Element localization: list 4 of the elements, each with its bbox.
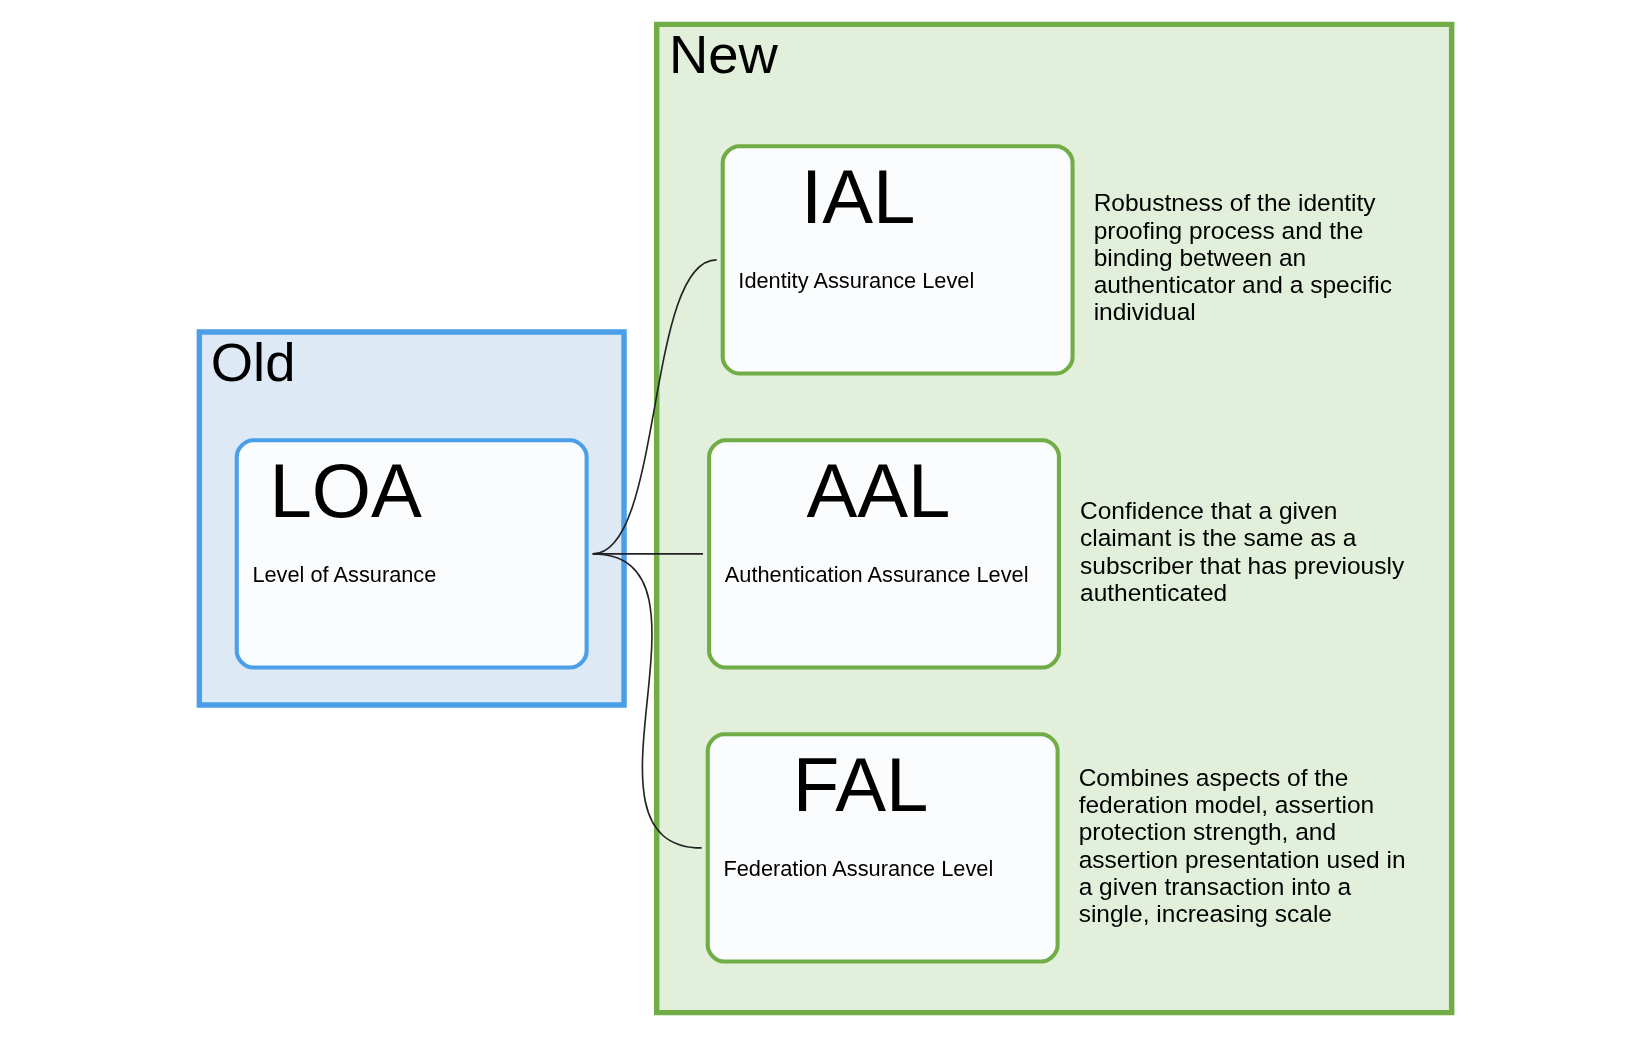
connector (591, 553, 702, 849)
node-label: Robustness of the identity proofing process and the binding between an authenticator and a specific individual (1093, 189, 1392, 326)
node-label: Confidence that a given claimant is the same as a subscriber that has previously authenticated (1079, 497, 1404, 606)
node-label: Combines aspects of the federation model, assertion protection strength, and assertion presentation used in a given transaction into a single, increasing scale (1078, 763, 1406, 927)
